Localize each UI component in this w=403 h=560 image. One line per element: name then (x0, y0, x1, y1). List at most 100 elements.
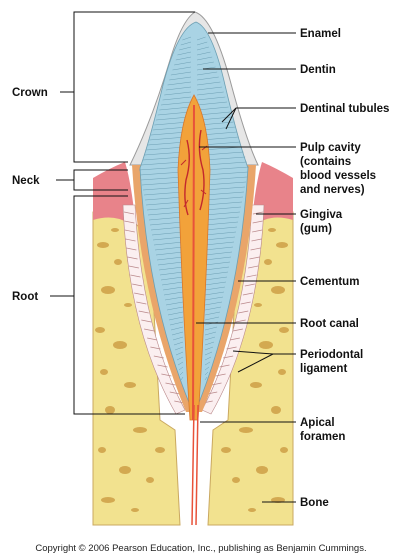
dentinal-tubule (153, 241, 184, 246)
dentinal-tubule (204, 306, 222, 311)
bone-spot (124, 303, 132, 307)
dentinal-tubule (204, 276, 228, 281)
dentinal-tubule (151, 131, 188, 136)
dentinal-tubule (142, 186, 184, 191)
dentinal-tubule (204, 166, 250, 171)
dentinal-tubule (169, 76, 192, 81)
bone-spot (271, 406, 281, 414)
dentinal-tubule (204, 191, 245, 196)
dentinal-tubule (170, 71, 192, 76)
ligament-fiber (153, 355, 164, 359)
dentinal-tubule (144, 196, 184, 201)
ligament-fiber (147, 337, 158, 341)
dentinal-tubule (204, 256, 232, 261)
dentinal-tubule (204, 296, 224, 301)
dentinal-tubule (204, 226, 238, 231)
label-root-canal: Root canal (300, 318, 359, 330)
ligament-fiber (134, 292, 145, 296)
dentinal-tubule (165, 301, 184, 306)
bone-spot (98, 447, 106, 453)
ligament-fiber (226, 346, 237, 350)
ligament-fiber (242, 292, 253, 296)
dentinal-tubule (203, 151, 244, 156)
dentinal-tubule (204, 221, 239, 226)
dentinal-tubule (172, 66, 192, 71)
dentinal-tubule (167, 311, 184, 316)
dentinal-tubule (165, 86, 192, 91)
dentinal-tubule (200, 126, 236, 131)
dentinal-tubule (204, 176, 248, 181)
ligament-fiber (124, 229, 135, 233)
bone-spot (146, 477, 154, 483)
ligament-fiber (240, 301, 251, 305)
dentinal-tubule (204, 196, 244, 201)
dentinal-tubule (204, 241, 235, 246)
dentinal-tubule (204, 366, 210, 371)
dentinal-tubule (154, 246, 184, 251)
dentinal-tubule (159, 271, 184, 276)
dentinal-tubule (169, 321, 184, 326)
dentinal-tubule (204, 311, 221, 316)
dentinal-tubule (147, 141, 186, 146)
leader-lines (196, 32, 296, 503)
dentinal-tubule (168, 316, 184, 321)
dentinal-tubule (162, 96, 192, 101)
ligament-fiber (238, 310, 249, 314)
ligament-fiber (138, 310, 149, 314)
dentinal-tubule (204, 316, 220, 321)
dentinal-tubule (144, 151, 185, 156)
dentinal-tubule (146, 146, 185, 151)
dentinal-tubule (149, 221, 184, 226)
bone-spot (254, 303, 262, 307)
ligament-fiber (161, 373, 172, 377)
dentinal-tubule (174, 346, 184, 351)
dentinal-tubule (196, 76, 219, 81)
ligament-fiber (123, 211, 135, 215)
dentinal-tubule (157, 261, 184, 266)
dentinal-tubule (204, 216, 240, 221)
dentinal-tubule (143, 191, 184, 196)
dentinal-tubule (204, 281, 227, 286)
dentinal-tubule (160, 101, 192, 106)
ligament-fiber (165, 382, 176, 386)
tooth (129, 11, 259, 526)
dentinal-tubule (161, 281, 184, 286)
dentinal-tubule (204, 231, 237, 236)
ligament-fiber (124, 220, 135, 224)
bone-spot (276, 242, 288, 248)
bone-spot (250, 382, 262, 388)
dentinal-tubule (177, 361, 184, 366)
dentinal-tubule (179, 46, 192, 51)
dentinal-tubule (167, 81, 192, 86)
label-bone: Bone (300, 497, 329, 509)
dentinal-tubule (180, 376, 184, 381)
dentinal-tubule (173, 341, 184, 346)
dentinal-tubule (150, 226, 184, 231)
dentinal-tubule (164, 296, 184, 301)
dentinal-tubule (166, 306, 184, 311)
dentinal-tubule (204, 341, 215, 346)
label-gingiva: Gingiva (gum) (300, 209, 345, 235)
dentinal-tubule (204, 201, 243, 206)
label-neck: Neck (12, 175, 40, 187)
ligament-fiber (211, 382, 222, 386)
dentinal-tubule (151, 231, 184, 236)
dentinal-tubule (159, 106, 191, 111)
ligament-fiber (215, 373, 226, 377)
dentinal-tubule (171, 331, 184, 336)
dentinal-tubule (196, 86, 223, 91)
dentinal-tubule (200, 131, 237, 136)
bone-spot (155, 447, 165, 453)
ligament-fiber (130, 274, 141, 278)
region-brackets (50, 11, 195, 415)
ligament-fiber (157, 364, 168, 368)
dentinal-tubule (204, 186, 246, 191)
dentinal-tubule (170, 326, 184, 331)
label-enamel: Enamel (300, 28, 341, 40)
label-dentin: Dentin (300, 64, 336, 76)
bone-spot (256, 466, 268, 474)
dentinal-tubule (158, 266, 184, 271)
dentinal-tubule (175, 351, 184, 356)
label-apical-foramen: Apical foramen (300, 417, 345, 443)
